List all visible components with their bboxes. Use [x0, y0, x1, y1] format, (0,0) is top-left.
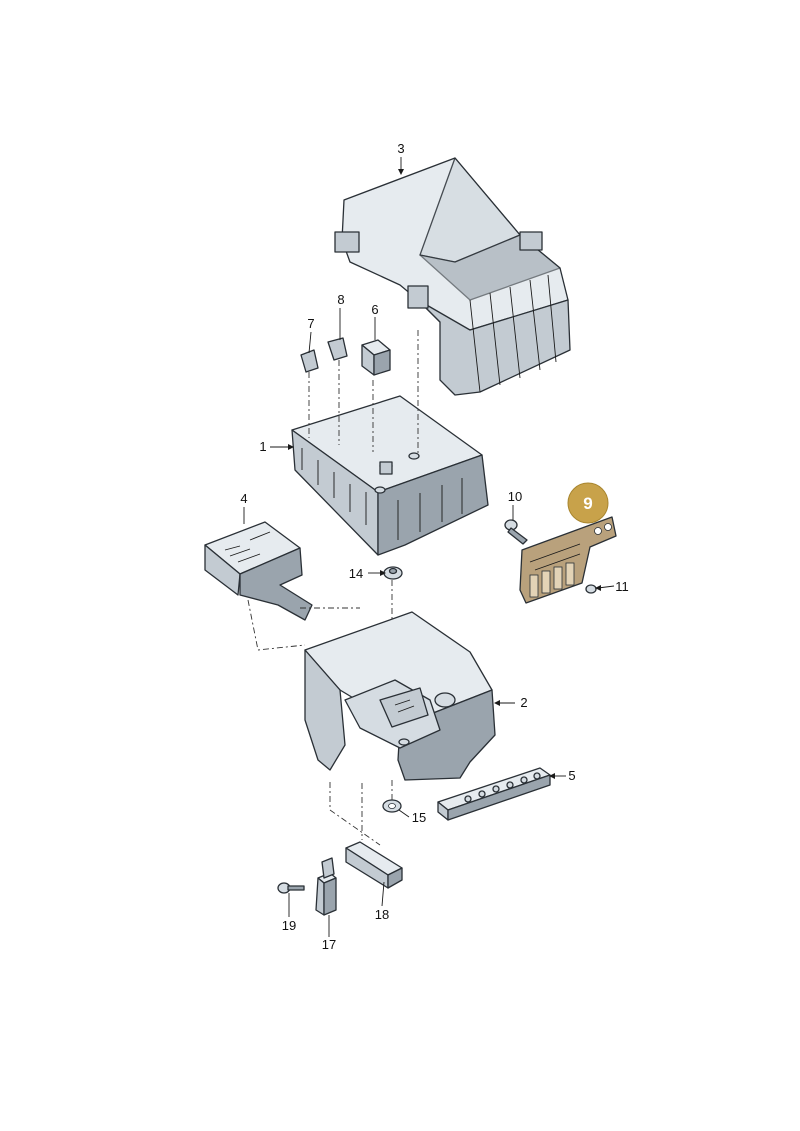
- callout-10: 10: [508, 489, 522, 504]
- callout-15: 15: [412, 810, 426, 825]
- part-9-highlight-badge[interactable]: 9: [567, 482, 609, 524]
- part-14-nut[interactable]: [383, 566, 403, 580]
- part-6-relay[interactable]: [361, 339, 391, 376]
- part-9-busbar[interactable]: [519, 516, 617, 604]
- callout-9: 9: [583, 494, 592, 513]
- alignment-lines: [247, 330, 419, 846]
- callout-7: 7: [307, 316, 314, 331]
- part-18-bracket[interactable]: [345, 841, 403, 889]
- part-10-screw[interactable]: [504, 519, 528, 545]
- callout-14: 14: [349, 566, 363, 581]
- callout-17: 17: [322, 937, 336, 952]
- part-3-cover[interactable]: [334, 157, 571, 396]
- callout-labels: 3 8 7 6 1 4 10 14 11 2 5 15 18 19 17: [240, 141, 628, 952]
- callout-1: 1: [259, 439, 266, 454]
- part-2-housing[interactable]: [304, 611, 496, 781]
- callout-2: 2: [520, 695, 527, 710]
- part-7-fuse[interactable]: [300, 349, 319, 373]
- part-17-connector[interactable]: [315, 857, 337, 916]
- part-4-cover-piece[interactable]: [204, 521, 313, 621]
- part-8-fuse[interactable]: [327, 337, 348, 361]
- callout-6: 6: [371, 302, 378, 317]
- callout-4: 4: [240, 491, 247, 506]
- part-19-screw[interactable]: [277, 882, 305, 894]
- callout-19: 19: [282, 918, 296, 933]
- callout-11: 11: [615, 579, 629, 594]
- part-11-nut[interactable]: [585, 584, 597, 594]
- callout-3: 3: [397, 141, 404, 156]
- part-1-fuse-carrier[interactable]: [291, 395, 489, 556]
- part-5-terminal-strip[interactable]: [437, 767, 551, 821]
- leader-arrowheads: [288, 169, 601, 779]
- callout-8: 8: [337, 292, 344, 307]
- callout-5: 5: [568, 768, 575, 783]
- part-15-washer[interactable]: [382, 799, 402, 813]
- callout-18: 18: [375, 907, 389, 922]
